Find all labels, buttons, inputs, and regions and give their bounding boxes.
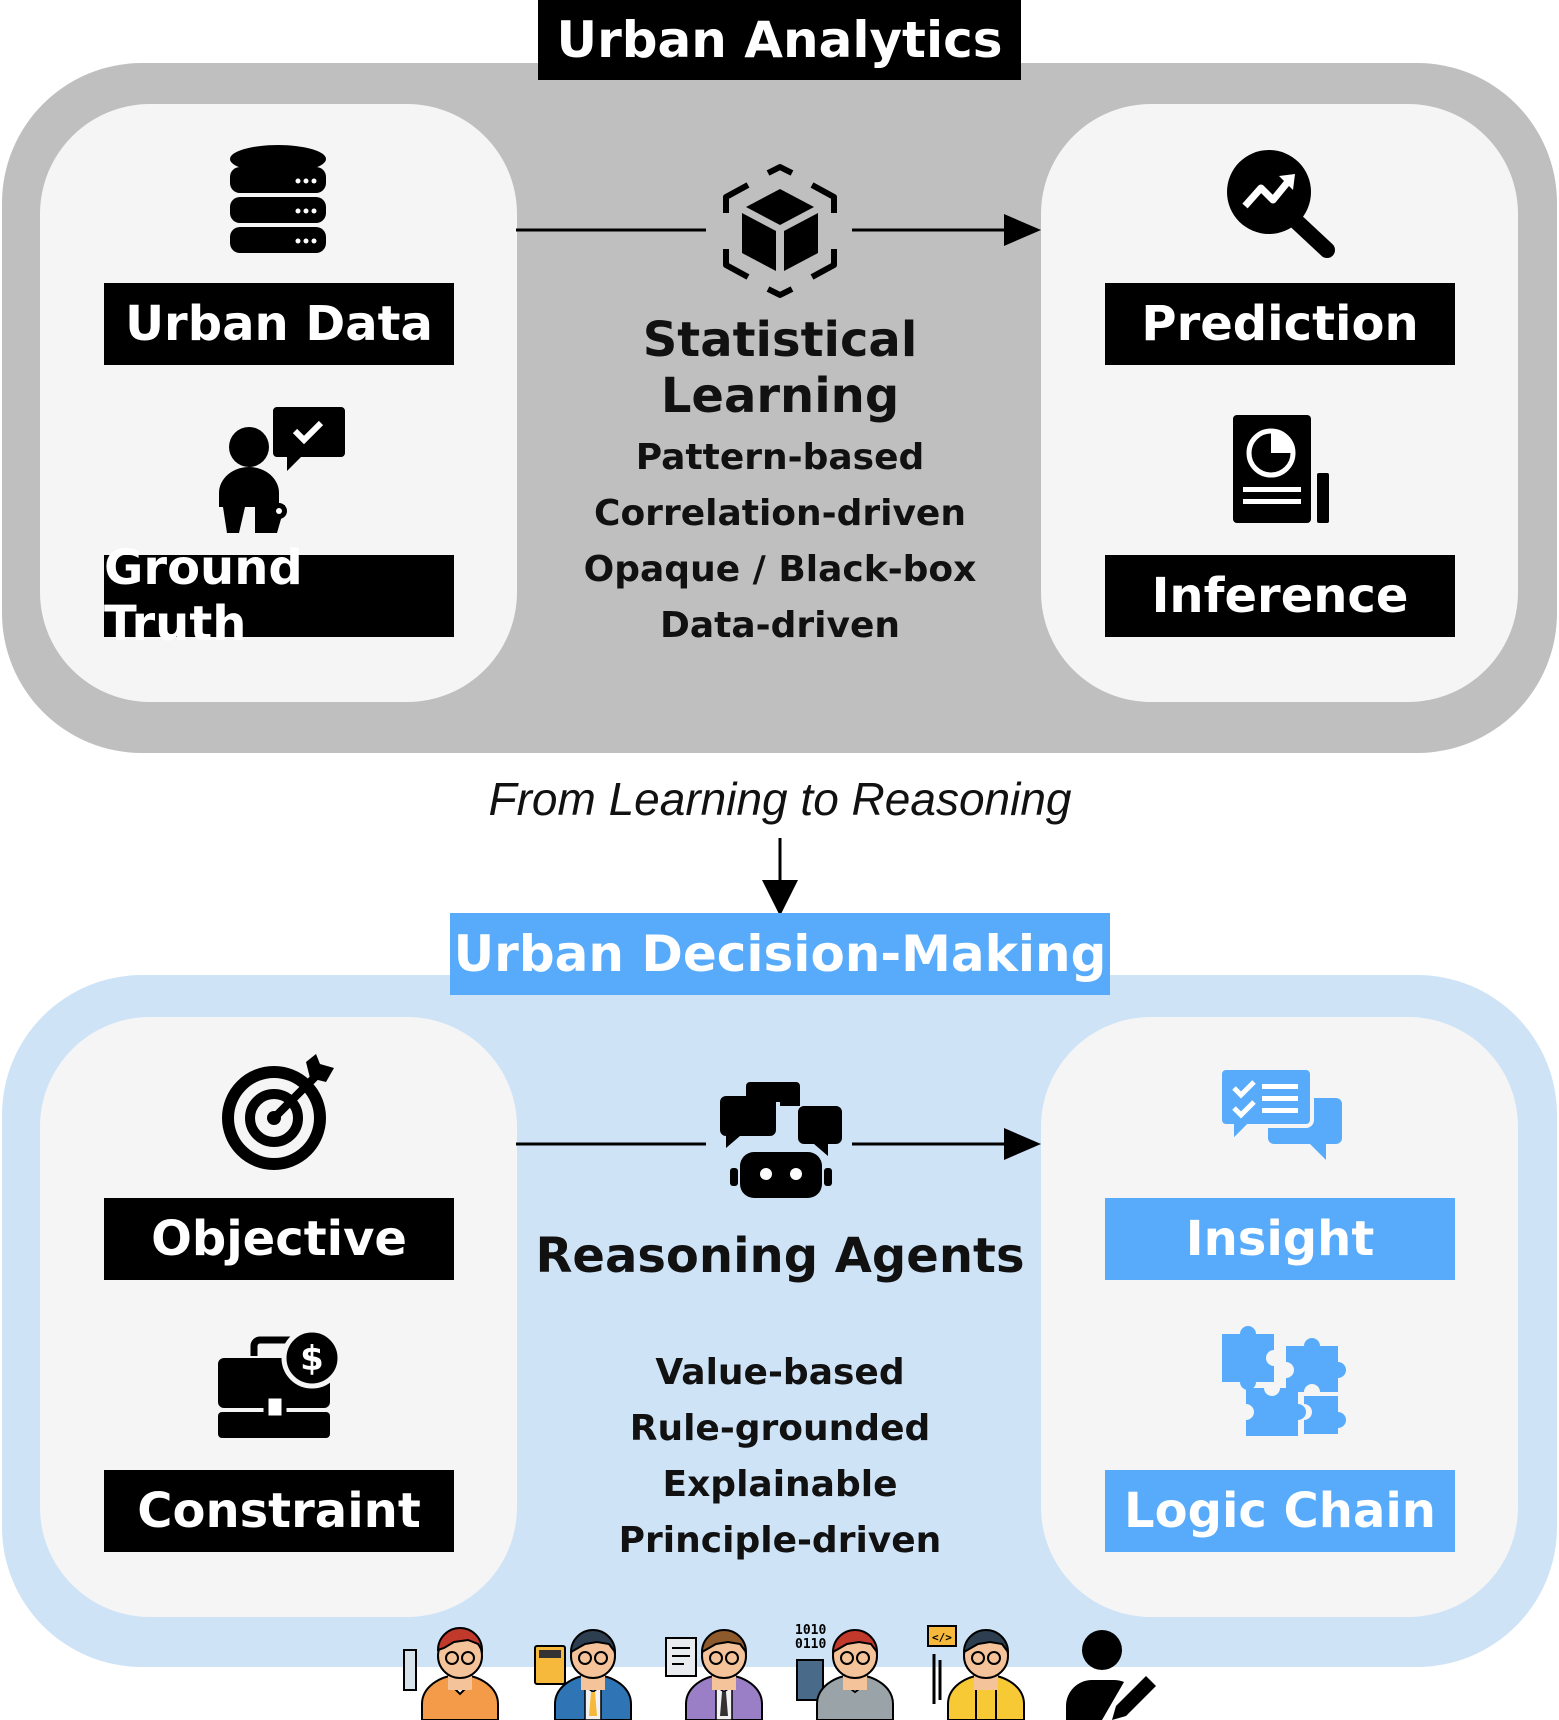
robot-chat-icon [720, 1082, 842, 1198]
svg-text:$: $ [300, 1339, 324, 1379]
logic-chain-label: Logic Chain [1105, 1470, 1455, 1552]
property-item: Value-based [655, 1352, 905, 1393]
target-arrow-icon [222, 1054, 334, 1170]
analytics-properties-list: Pattern-based Correlation-driven Opaque … [540, 430, 1020, 654]
inference-label: Inference [1105, 555, 1455, 637]
decision-flow-arrow [516, 1128, 1041, 1160]
transition-caption: From Learning to Reasoning [488, 773, 1072, 825]
accountant-icon [403, 1627, 499, 1720]
cube-icon [723, 164, 837, 298]
programmer-binary-icon: 1010 0110 [795, 1623, 894, 1720]
writer-person-icon [665, 1629, 763, 1720]
puzzle-icon [1222, 1326, 1346, 1436]
property-item: Opaque / Black-box [583, 549, 977, 590]
ground-truth-label: Ground Truth [104, 540, 454, 652]
constraint-label: Constraint [104, 1470, 454, 1552]
decision-properties-list: Value-based Rule-grounded Explainable Pr… [540, 1345, 1020, 1569]
property-item: Rule-grounded [629, 1408, 931, 1449]
calculator-person-icon [534, 1629, 632, 1720]
svg-text:</>: </> [932, 1631, 952, 1644]
developer-code-icon: </> [927, 1625, 1025, 1720]
checklist-chat-icon [1218, 1066, 1342, 1160]
svg-text:1010: 1010 [795, 1623, 826, 1638]
property-item: Explainable [662, 1464, 898, 1505]
property-item: Principle-driven [618, 1520, 942, 1561]
reasoning-agents-title: Reasoning Agents [535, 1228, 1025, 1284]
person-edit-icon [1066, 1630, 1156, 1720]
trend-magnifier-icon [1227, 150, 1335, 258]
database-icon [230, 145, 326, 253]
briefcase-dollar-icon: $ [218, 1327, 343, 1438]
property-item: Data-driven [660, 605, 900, 646]
analytics-title: Urban Analytics [538, 0, 1021, 80]
insight-label: Insight [1105, 1198, 1455, 1280]
statistical-learning-title: Statistical Learning [642, 312, 918, 424]
svg-text:0110: 0110 [795, 1637, 826, 1652]
objective-label: Objective [104, 1198, 454, 1280]
property-item: Correlation-driven [594, 493, 966, 534]
prediction-label: Prediction [1105, 283, 1455, 365]
transition-down-arrow [762, 838, 798, 916]
analytics-flow-arrow [516, 214, 1041, 246]
person-check-chat-icon [219, 407, 345, 533]
property-item: Pattern-based [635, 437, 925, 478]
decision-title: Urban Decision-Making [450, 913, 1110, 995]
urban-data-label: Urban Data [104, 283, 454, 365]
report-chart-icon [1233, 415, 1329, 523]
